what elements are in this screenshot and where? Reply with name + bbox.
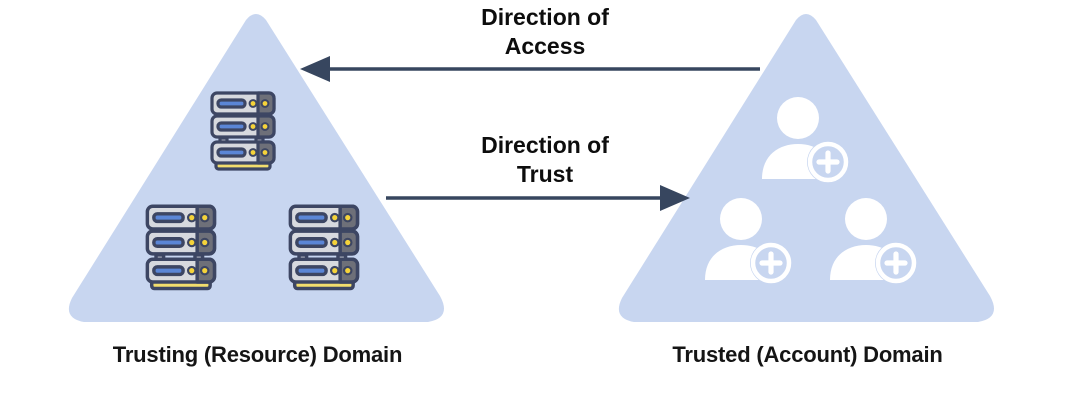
direction-of-access-label: Direction of Access [395,3,695,61]
direction-of-trust-label-line1: Direction of [481,132,609,158]
direction-of-trust-label-line2: Trust [516,161,574,187]
direction-of-access-label-line1: Direction of [481,4,609,30]
server-stack-bottom-right-icon [285,203,365,295]
direction-of-trust-label: Direction of Trust [395,131,695,189]
user-add-top-icon [757,97,852,184]
direction-of-access-label-line2: Access [504,33,586,59]
server-stack-bottom-left-icon [142,203,222,295]
server-stack-top-icon [208,90,280,175]
user-add-bottom-left-icon [700,198,795,285]
trusting-domain-label: Trusting (Resource) Domain [112,342,403,367]
trusted-domain-label: Trusted (Account) Domain [672,342,943,367]
user-add-bottom-right-icon [825,198,920,285]
